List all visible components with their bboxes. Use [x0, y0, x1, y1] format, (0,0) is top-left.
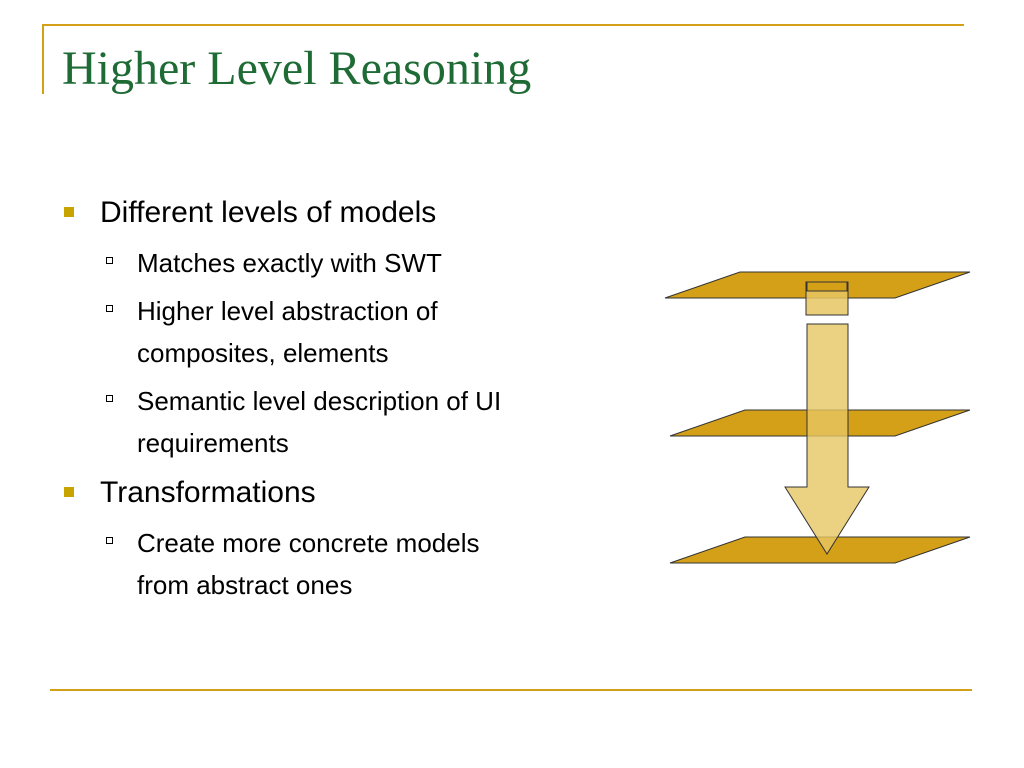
frame-top-rule — [42, 24, 964, 26]
bullet-text-line: Create more concrete models — [137, 528, 480, 558]
bullet-level1: Different levels of models — [62, 190, 652, 236]
frame-bottom-rule — [50, 689, 972, 691]
down-arrow — [784, 323, 870, 555]
bullet-level1: Transformations — [62, 470, 652, 516]
checkbox-bullet-icon — [106, 257, 113, 264]
checkbox-bullet-icon — [106, 305, 113, 312]
bullet-level2: Higher level abstraction of composites, … — [62, 290, 652, 374]
bullet-text: Matches exactly with SWT — [137, 248, 442, 278]
bullet-text-line: Higher level abstraction of — [137, 296, 438, 326]
bullet-level2: Matches exactly with SWT — [62, 242, 652, 284]
checkbox-bullet-icon — [106, 395, 113, 402]
checkbox-bullet-icon — [106, 537, 113, 544]
bullet-text-line: Semantic level description of UI — [137, 386, 502, 416]
bullet-text: Different levels of models — [100, 196, 437, 229]
arrow-stub-slot — [806, 281, 848, 292]
bullet-level2: Create more concrete models from abstrac… — [62, 522, 652, 606]
square-bullet-icon — [64, 207, 74, 217]
bullet-list: Different levels of models Matches exact… — [62, 190, 652, 612]
square-bullet-icon — [64, 487, 74, 497]
level-plane-bottom — [669, 536, 971, 564]
bullet-level2: Semantic level description of UI require… — [62, 380, 652, 464]
slide-title: Higher Level Reasoning — [62, 42, 532, 95]
bullet-text: Transformations — [100, 476, 316, 509]
bullet-text-line: from abstract ones — [137, 570, 353, 600]
bullet-text-line: composites, elements — [137, 338, 389, 368]
abstraction-levels-diagram — [664, 271, 971, 564]
bullet-text-line: requirements — [137, 428, 289, 458]
frame-left-rule — [42, 24, 44, 94]
